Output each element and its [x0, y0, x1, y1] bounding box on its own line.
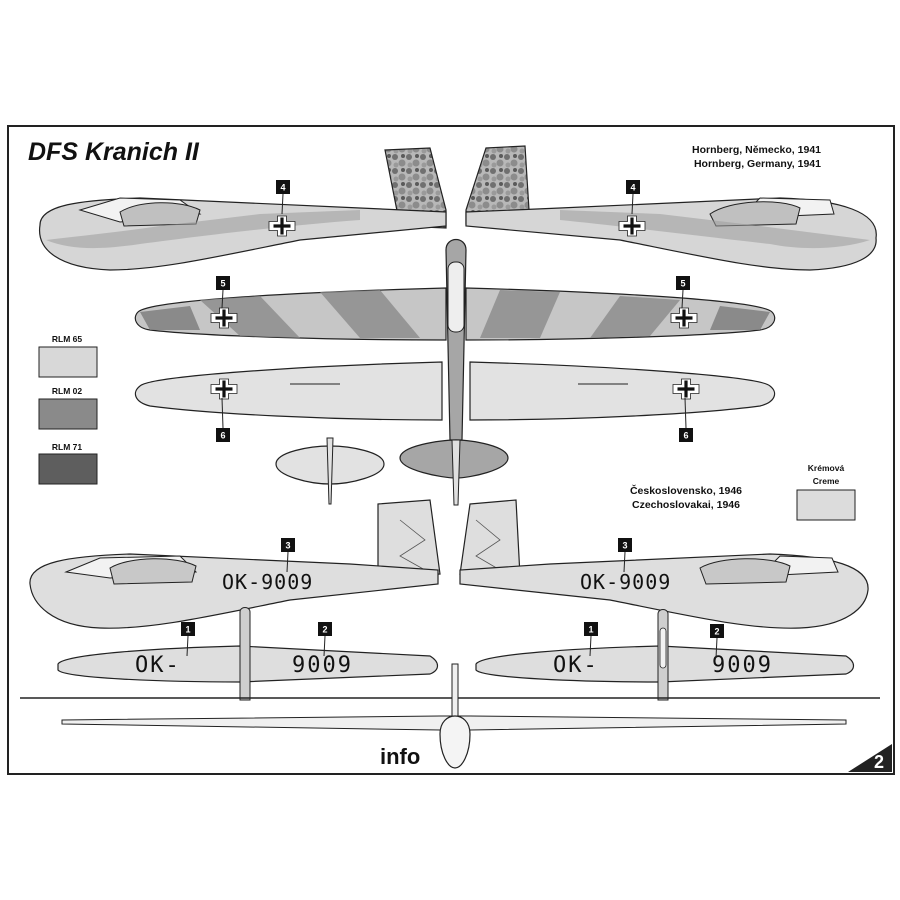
color-swatches: RLM 65 RLM 02 RLM 71 Krémová Creme [38, 334, 856, 521]
wing-underside-right-scheme-2: OK- 9009 [475, 609, 855, 701]
marker-label: 3 [622, 541, 627, 551]
cross-fuselage-left-icon [268, 215, 296, 237]
wing-top-view-scheme-1 [134, 238, 776, 506]
brand-logo-info: info [380, 744, 420, 769]
registration-wing-left-number: 9009 [292, 653, 353, 678]
marker-label: 1 [588, 625, 593, 635]
swatch-label-creme: Creme [813, 476, 840, 486]
page-number: 2 [874, 752, 884, 772]
marker-5: 5 [676, 276, 690, 309]
front-view [61, 663, 847, 769]
swatch-label-rlm-71: RLM 71 [52, 442, 83, 452]
page-corner [848, 744, 892, 772]
marker-5: 5 [216, 276, 230, 309]
registration-fuselage-right: OK-9009 [580, 570, 671, 594]
marker-2: 2 [318, 622, 332, 657]
marker-label: 2 [322, 625, 327, 635]
marker-label: 6 [683, 431, 688, 441]
scheme-1-location-en: Hornberg, Germany, 1941 [694, 158, 821, 170]
marker-label: 6 [220, 431, 225, 441]
swatch-rlm-65 [38, 346, 98, 378]
swatch-label-rlm-02: RLM 02 [52, 386, 83, 396]
registration-wing-right-number: 9009 [712, 653, 773, 678]
marker-label: 3 [285, 541, 290, 551]
cross-wing-bottom-right-icon [672, 378, 700, 400]
marker-6: 6 [216, 397, 230, 442]
swatch-label-rlm-65: RLM 65 [52, 334, 83, 344]
fuselage-side-left-scheme-2: OK-9009 [29, 499, 441, 629]
marker-label: 4 [280, 183, 285, 193]
marker-3: 3 [618, 538, 632, 573]
marker-4: 4 [276, 180, 290, 215]
marker-1: 1 [584, 622, 598, 657]
marker-4: 4 [626, 180, 640, 215]
swatch-rlm-71 [38, 453, 98, 485]
cross-fuselage-right-icon [618, 215, 646, 237]
marker-2: 2 [710, 624, 724, 659]
marker-label: 5 [680, 279, 685, 289]
wing-underside-left-scheme-2: OK- 9009 [57, 607, 439, 701]
wing-bottom-view-scheme-1 [134, 361, 776, 421]
marker-3: 3 [281, 538, 295, 573]
marker-label: 5 [220, 279, 225, 289]
marker-label: 1 [185, 625, 190, 635]
fuselage-side-right-scheme-2: OK-9009 [459, 499, 869, 629]
marker-label: 4 [630, 183, 635, 193]
swatch-rlm-02 [38, 398, 98, 430]
cross-wing-top-right-icon [670, 307, 698, 329]
fuselage-side-left-scheme-1 [39, 147, 447, 271]
marker-1: 1 [181, 622, 195, 657]
scheme-2-location-cz: Československo, 1946 [630, 484, 742, 497]
cross-wing-bottom-left-icon [210, 378, 238, 400]
scheme-1-location-cz: Hornberg, Německo, 1941 [692, 144, 821, 156]
page-title: DFS Kranich II [28, 138, 200, 166]
fuselage-side-right-scheme-1 [465, 145, 877, 271]
tailplane-view [275, 437, 385, 505]
cross-wing-top-left-icon [210, 307, 238, 329]
marker-label: 2 [714, 627, 719, 637]
registration-fuselage-left: OK-9009 [222, 570, 313, 594]
registration-wing-left-prefix: OK- [135, 653, 181, 678]
marker-6: 6 [679, 397, 693, 442]
registration-wing-right-prefix: OK- [553, 653, 599, 678]
scheme-2-location-en: Czechoslovakai, 1946 [632, 499, 740, 511]
swatch-label-kremova: Krémová [808, 463, 845, 473]
swatch-creme [796, 489, 856, 521]
